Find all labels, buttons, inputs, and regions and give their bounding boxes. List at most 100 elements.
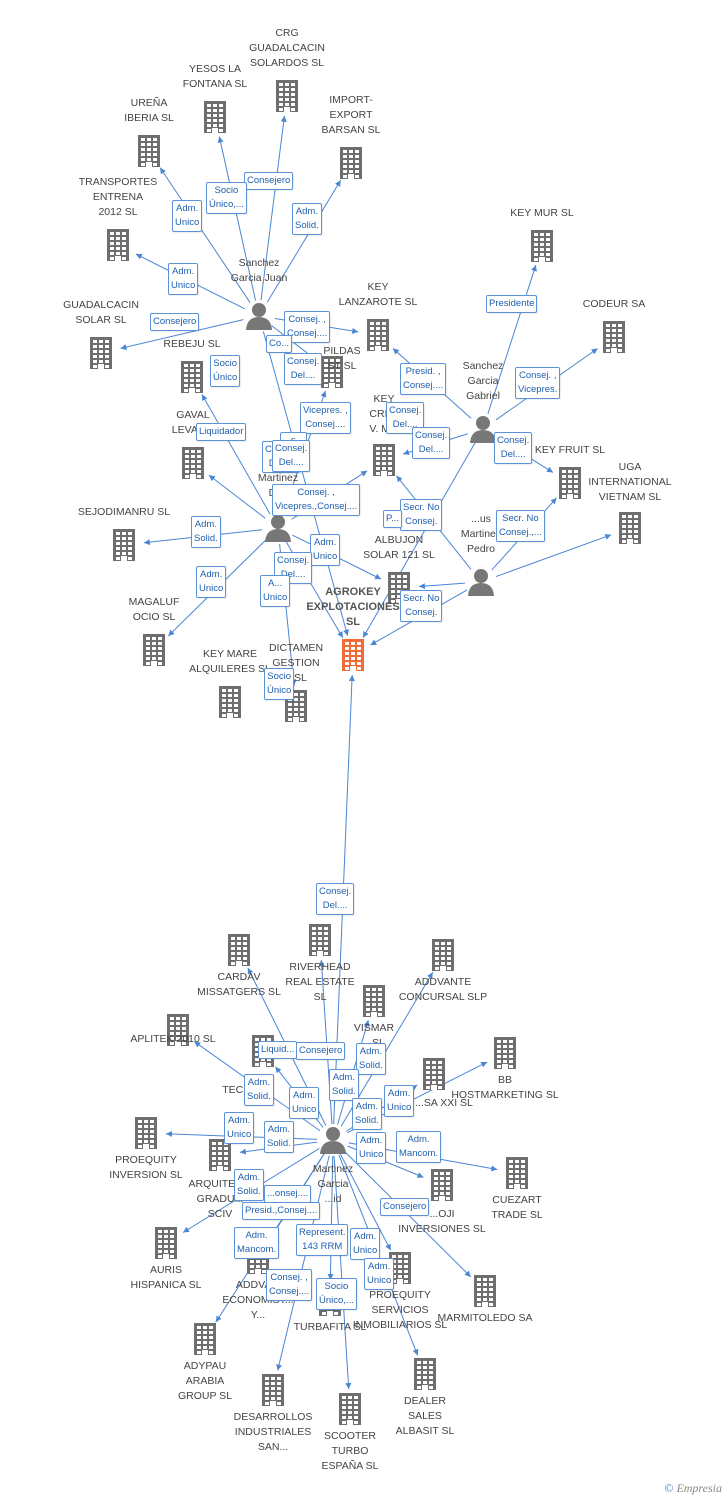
relation-tag-12[interactable]: Consej. , Vicepres.: [515, 367, 561, 399]
node-label-jesus[interactable]: ...us Martinez Pedro: [460, 513, 502, 555]
node-label-yesos[interactable]: YESOS LA FONTANA SL: [182, 63, 248, 90]
relation-tag-4[interactable]: Adm. Unico: [168, 263, 199, 295]
relation-tag-46[interactable]: ...onsej....: [264, 1185, 312, 1203]
node-label-keymur[interactable]: KEY MUR SL: [510, 207, 574, 219]
node-label-aplitek[interactable]: APLITEK 2010 SL: [130, 1033, 216, 1045]
relation-tag-33[interactable]: Liquid...: [258, 1041, 298, 1059]
node-label-cardav[interactable]: CARDAV MISSATGERS SL: [197, 971, 281, 998]
relation-tag-52[interactable]: Consej. , Consej....: [266, 1269, 313, 1301]
relation-tag-40[interactable]: Adm. Solid.: [352, 1098, 382, 1130]
relation-tag-24[interactable]: Secr. No Consej.,...: [496, 510, 545, 542]
relation-tag-0[interactable]: Consejero: [244, 172, 294, 190]
node-label-cuezart[interactable]: CUEZART TRADE SL: [491, 1194, 543, 1221]
relation-tag-32[interactable]: Consej. Del....: [316, 883, 355, 915]
node-label-dictamen[interactable]: DICTAMEN GESTION ...SL: [268, 642, 324, 684]
relation-tag-45[interactable]: Adm. Solid.: [234, 1169, 264, 1201]
relation-tag-42[interactable]: Adm. Solid.: [264, 1121, 294, 1153]
node-label-crg[interactable]: CRG GUADALCACIN SOLARDOS SL: [249, 27, 325, 69]
node-label-magaluf[interactable]: MAGALUF OCIO SL: [128, 596, 180, 623]
node-label-auris[interactable]: AURIS HISPANICA SL: [130, 1264, 202, 1291]
node-label-codeur[interactable]: CODEUR SA: [582, 298, 646, 310]
relation-tag-21[interactable]: Consej. , Vicepres.,Consej....: [272, 484, 361, 516]
node-label-sanchezgabriel[interactable]: Sanchez Garcia Gabriel: [462, 360, 504, 402]
relation-tag-31[interactable]: Socio Único: [264, 668, 295, 700]
relation-tag-50[interactable]: Represent. 143 RRM: [296, 1224, 349, 1256]
node-label-transportes[interactable]: TRANSPORTES ENTRENA 2012 SL: [78, 176, 158, 218]
node-label-proequity[interactable]: PROEQUITY INVERSION SL: [109, 1154, 183, 1181]
node-label-guadalcacin[interactable]: GUADALCACIN SOLAR SL: [63, 299, 139, 326]
relation-tag-11[interactable]: Presid. , Consej....: [400, 363, 447, 395]
node-label-sejodimanru[interactable]: SEJODIMANRU SL: [77, 506, 171, 518]
edge-martinezmain-proeqserv: [339, 1153, 392, 1251]
node-label-adypau[interactable]: ADYPAU ARABIA GROUP SL: [177, 1360, 233, 1402]
node-label-uga[interactable]: UGA INTERNATIONAL VIETNAM SL: [588, 461, 672, 503]
node-label-turbafita[interactable]: TURBAFITA SL: [293, 1321, 367, 1333]
relation-tag-17[interactable]: Consej. Del....: [412, 427, 451, 459]
relation-tag-36[interactable]: Adm. Solid.: [244, 1074, 274, 1106]
node-label-marmitoledo[interactable]: MARMITOLEDO SA: [437, 1312, 533, 1324]
node-label-import[interactable]: IMPORT- EXPORT BARSAN SL: [321, 94, 381, 136]
relation-tag-43[interactable]: Adm. Unico: [356, 1132, 387, 1164]
relation-tag-9[interactable]: Consej. Del....: [284, 353, 323, 385]
relation-tag-47[interactable]: Presid.,Consej....: [242, 1202, 321, 1220]
relation-tag-18[interactable]: Consej. Del....: [494, 432, 533, 464]
relation-tag-28[interactable]: Consej. Del....: [274, 552, 313, 584]
node-label-pildas[interactable]: PILDAS ST SL: [323, 345, 361, 372]
relation-tag-38[interactable]: Adm. Unico: [384, 1085, 415, 1117]
node-label-riverhead[interactable]: RIVERHEAD REAL ESTATE SL: [285, 961, 355, 1003]
relation-tag-20[interactable]: Consej. Del....: [272, 440, 311, 472]
node-label-desarrollos[interactable]: DESARROLLOS INDUSTRIALES SAN...: [233, 1411, 313, 1453]
relation-tag-48[interactable]: Consejero: [380, 1198, 430, 1216]
relation-tag-30[interactable]: Secr. No Consej.: [400, 590, 443, 622]
relation-tag-3[interactable]: Adm. Solid.: [292, 203, 322, 235]
node-label-albujon[interactable]: ALBUJON SOLAR 121 SL: [363, 534, 435, 561]
relation-tag-6[interactable]: Consejero: [150, 313, 200, 331]
node-label-oji[interactable]: ...OJI INVERSIONES SL: [398, 1208, 486, 1235]
node-label-bbhost[interactable]: BB HOSTMARKETING SL: [451, 1074, 559, 1101]
relation-tag-13[interactable]: Vicepres. , Consej....: [300, 402, 351, 434]
node-label-urena[interactable]: UREÑA IBERIA SL: [124, 97, 174, 124]
relation-tag-41[interactable]: Adm. Unico: [224, 1112, 255, 1144]
node-label-keyfruit[interactable]: KEY FRUIT SL: [534, 444, 606, 456]
relation-tag-1[interactable]: Socio Único,...: [206, 182, 247, 214]
relation-tag-37[interactable]: Adm. Solid.: [329, 1069, 359, 1101]
relation-tag-23[interactable]: P...: [383, 510, 403, 528]
relation-tag-7[interactable]: Consej. , Consej....: [284, 311, 331, 343]
edge-sanchezjuan-agrokey: [262, 331, 349, 636]
edge-sanchezjuan-yesos: [217, 136, 257, 301]
relation-tag-27[interactable]: Adm. Unico: [310, 534, 341, 566]
relation-tag-29[interactable]: A... Unico: [260, 575, 291, 607]
relation-tag-26[interactable]: Adm. Unico: [196, 566, 227, 598]
node-label-lanzarote[interactable]: KEY LANZAROTE SL: [338, 281, 418, 308]
relation-tag-25[interactable]: Adm. Solid.: [191, 516, 221, 548]
node-label-dealer[interactable]: DEALER SALES ALBASIT SL: [395, 1395, 455, 1437]
relation-tag-19[interactable]: Liquidador: [196, 423, 247, 441]
relation-tag-54[interactable]: Adm. Unico: [364, 1258, 395, 1290]
edge-gomez-rebeju: [201, 394, 271, 515]
node-label-saxxi[interactable]: ...SA XXI SL: [415, 1097, 473, 1109]
relation-tag-39[interactable]: Adm. Unico: [289, 1087, 320, 1119]
node-label-proeqserv[interactable]: PROEQUITY SERVICIOS INMOBILIARIOS SL: [352, 1289, 448, 1331]
relation-tag-34[interactable]: Consejero: [296, 1042, 346, 1060]
relation-tag-35[interactable]: Adm. Solid.: [356, 1043, 386, 1075]
node-label-martinezmain[interactable]: Martinez Garcia ...id: [312, 1163, 354, 1205]
relation-tag-49[interactable]: Adm. Mancom.: [234, 1227, 280, 1259]
relation-tag-10[interactable]: Socio Único: [210, 355, 241, 387]
brand-logo: © Empresia: [664, 1481, 722, 1495]
relation-tag-53[interactable]: Socio Único,...: [316, 1278, 357, 1310]
node-label-rebeju[interactable]: REBEJU SL: [163, 338, 221, 350]
edge-sanchezgabriel-agrokey: [362, 442, 476, 638]
edge-martinezmain-scooter: [333, 1155, 352, 1390]
edge-sanchezjuan-import: [266, 179, 342, 303]
node-label-addvante[interactable]: ADDVANTE CONCURSAL SLP: [398, 976, 488, 1003]
relation-tag-5[interactable]: Presidente: [486, 295, 538, 313]
node-label-scooter[interactable]: SCOOTER TURBO ESPAÑA SL: [321, 1430, 379, 1472]
node-label-sanchezjuan[interactable]: Sanchez Garcia Juan: [230, 257, 288, 284]
relation-tag-8[interactable]: Co...: [266, 335, 293, 353]
relation-tag-22[interactable]: Secr. No Consej.: [400, 499, 443, 531]
relation-tag-51[interactable]: Adm. Unico: [350, 1228, 381, 1260]
relation-tag-44[interactable]: Adm. Mancom.: [396, 1131, 442, 1163]
relation-tag-2[interactable]: Adm. Unico: [172, 200, 203, 232]
node-label-agrokey[interactable]: AGROKEY EXPLOTACIONES SL: [306, 586, 400, 628]
